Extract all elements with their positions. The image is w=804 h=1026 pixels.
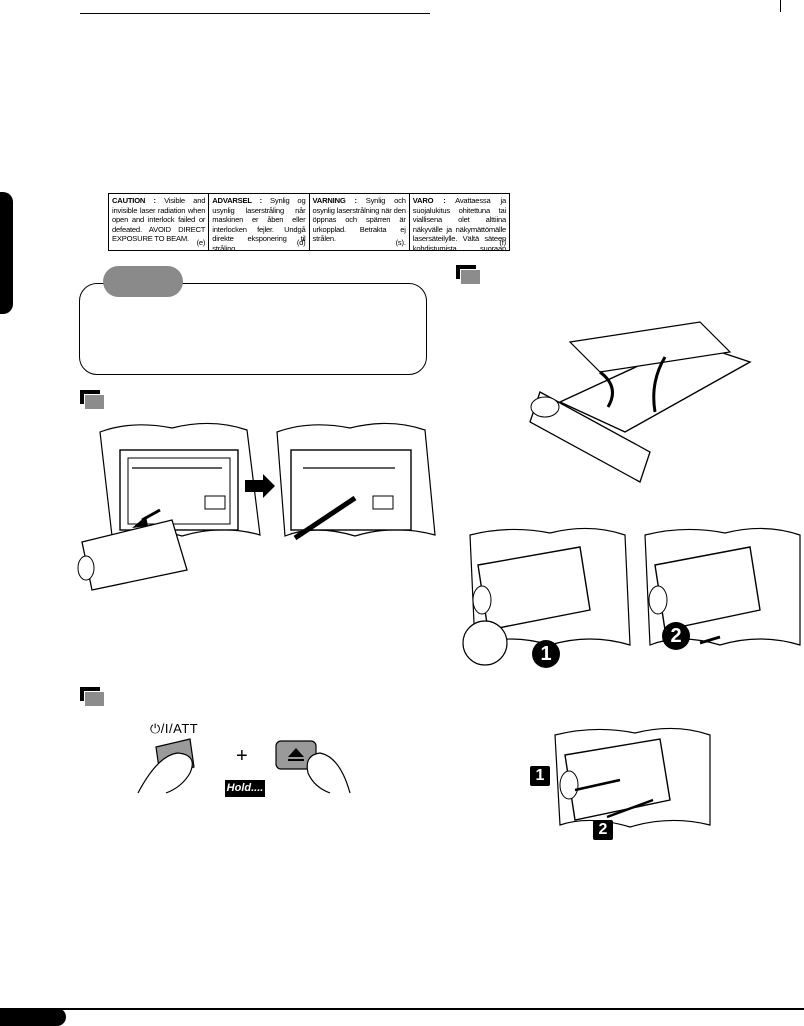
caution-code: (s).	[395, 238, 406, 248]
note-pill	[103, 266, 183, 297]
caution-heading: ADVARSEL :	[212, 196, 263, 205]
detach-panel-illustration	[77, 422, 261, 591]
reset-pin-illustration	[245, 422, 436, 541]
caution-code: (f)	[499, 238, 506, 248]
step-two-circle: 2	[662, 622, 690, 650]
caution-text: Avattaessa ja suojalukitus ohitettuna ta…	[412, 196, 506, 250]
step-one-circle: 1	[532, 640, 560, 668]
power-button-illustration	[137, 738, 195, 794]
attach-panel-step1-illustration	[462, 527, 631, 666]
caution-text: Synlig och osynlig laserstrålning när de…	[312, 196, 406, 244]
caution-heading: CAUTION :	[112, 196, 156, 205]
reattach-panel-illustration	[554, 727, 711, 828]
caution-text: Visible and invisible laser radiation wh…	[112, 196, 206, 244]
plus-sign: +	[236, 745, 248, 767]
attach-panel-step2-illustration	[644, 527, 801, 646]
section-marker-reset	[80, 687, 104, 706]
caution-cell-swedish: VARNING : Synlig och osynlig laserstråln…	[310, 194, 410, 250]
caution-heading: VARO :	[412, 196, 446, 205]
caution-heading: VARNING :	[312, 196, 357, 205]
caution-text: Synlig og usynlig laserstråling når mask…	[212, 196, 306, 250]
caution-label: CAUTION : Visible and invisible laser ra…	[108, 193, 510, 251]
hold-badge: Hold....	[225, 780, 265, 797]
step-one-box: 1	[530, 766, 550, 786]
bottom-rule	[0, 1008, 804, 1010]
language-tab	[0, 192, 13, 314]
section-marker-detach	[80, 390, 104, 409]
eject-button-illustration	[275, 740, 351, 794]
page-number-tab	[0, 1008, 66, 1026]
caution-cell-danish: ADVARSEL : Synlig og usynlig laserstråli…	[209, 194, 310, 250]
power-att-label: ⏻/I/ATT	[150, 721, 199, 736]
caution-code: (e)	[196, 238, 206, 248]
caution-code: (d)	[296, 238, 306, 248]
carrying-case-illustration	[529, 321, 752, 483]
note-box	[79, 283, 427, 375]
section-marker-attach	[456, 265, 480, 284]
caution-cell-english: CAUTION : Visible and invisible laser ra…	[109, 194, 210, 250]
top-rule-marker	[780, 0, 781, 12]
caution-cell-finnish: VARO : Avattaessa ja suojalukitus ohitet…	[410, 194, 509, 250]
step-two-box: 2	[593, 820, 613, 840]
top-rule	[80, 13, 430, 14]
